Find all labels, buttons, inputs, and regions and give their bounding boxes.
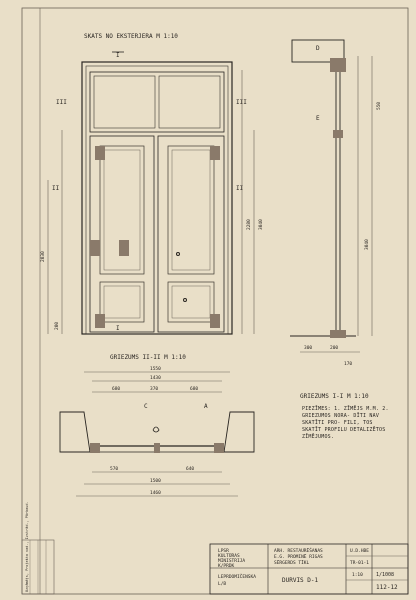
tb-object-1: ARH. RESTAURĒŠANAS [274,547,323,554]
wall-plan-right [223,411,255,453]
handle-plate-center [119,240,129,256]
door-leaf-right [157,135,225,333]
hinge-top-left [95,146,105,160]
section-marker-II-right: II [236,185,244,192]
door-inner-frame [85,65,229,335]
right-lower-panel [167,281,215,323]
transom [89,71,225,133]
right-upper-panel-inner [171,149,211,271]
keyhole-right-upper [176,252,180,256]
section-marker-I-bottom: I [116,325,120,332]
dim-plan-d: 640 [186,466,194,472]
dim-height-left: 2030 [40,251,46,262]
dim-depth-c: 170 [344,361,352,367]
left-lower-panel [99,281,145,323]
dim-inner-width: 1430 [150,375,161,381]
keyhole-right-lower [183,298,187,302]
left-upper-panel-inner [103,149,141,271]
dim-section-top: 550 [376,102,382,110]
transom-glass-right [158,75,221,129]
plan-jamb-left [90,443,100,453]
dim-panel-right: 680 [190,386,198,392]
dim-height-door: 2280 [246,219,252,230]
dim-depth-a: 300 [304,345,312,351]
tb-project-2: L/B [218,581,226,587]
section-marker-III-left: III [56,99,67,106]
title-block-frame [209,543,409,595]
front-view-title: SKATS NO EKSTERJERA M 1:10 [84,33,178,40]
wall-plan-left [59,411,91,453]
dim-plan-a: 570 [110,466,118,472]
tb-sheet-no: 112-12 [376,584,398,591]
marker-A: A [204,403,208,410]
section-2-title: GRIEZUMS II-II M 1:10 [110,354,186,361]
tb-sheet-title: DURVIS D-1 [282,577,319,584]
tb-org-3: MINISTRIJA [218,558,245,564]
sheet-border [21,7,409,595]
dim-depth-b: 200 [330,345,338,351]
transom-glass-left [93,75,156,129]
lock-plate-left [90,240,100,256]
section-marker-II-left: II [52,185,60,192]
door-outer-frame [81,61,233,335]
door-leaf-left [89,135,155,333]
tb-stage: TR-01-1 [350,560,369,566]
section-notes: PIEZĪMES: 1. ZĪMĒJS M.M. 2. GRIEZUMOS NO… [302,406,389,440]
dim-height-mid: 3040 [258,219,264,230]
marker-D: D [316,45,320,52]
hinge-top-right [210,146,220,160]
right-lower-panel-inner [171,285,211,319]
tb-number: 1/1008 [376,572,394,578]
plan-meeting-stile [154,443,160,453]
tb-object-2: E.G. PROMINĒ RIGAS [274,553,323,560]
dim-section-height: 3040 [364,239,370,250]
hinge-bottom-right [210,314,220,328]
dim-plan-b: 1500 [150,478,161,484]
threshold-hatch [330,330,346,338]
door-handle-plan [152,426,160,433]
dim-panel-mid: 370 [150,386,158,392]
dim-plan-c: 1460 [150,490,161,496]
lintel-section [291,39,345,63]
tb-object-3: SĒRGERDS TĪKL [274,559,310,566]
tb-org-1: LPSR [218,548,229,554]
marker-E: E [316,115,320,122]
tb-org-2: KULTŪRAS [218,552,240,559]
tb-org-4: K/PRDK [218,563,235,569]
tb-code: U.D.HBE [350,548,369,554]
dim-panel-left: 680 [112,386,120,392]
plan-jamb-right [214,443,224,453]
section-marker-I-top: I [116,52,120,59]
transom-bar-hatch [333,130,343,138]
left-lower-panel-inner [103,285,141,319]
marker-C: C [144,403,148,410]
dim-bottom-left: 200 [54,322,60,330]
right-upper-panel [167,145,215,275]
tb-scale: 1:10 [352,572,363,578]
section-1-title: GRIEZUMS I-I M 1:10 [300,393,369,400]
lintel-profile-hatch [330,58,346,72]
hinge-bottom-left [95,314,105,328]
dim-overall-width: 1550 [150,366,161,372]
tb-project: LEPRDOMIČENSKA [218,573,256,580]
signature-labels: Uzņēmējs, Projekta vad., Izstrād., Pārba… [25,501,29,592]
left-upper-panel [99,145,145,275]
section-marker-III-right: III [236,99,247,106]
